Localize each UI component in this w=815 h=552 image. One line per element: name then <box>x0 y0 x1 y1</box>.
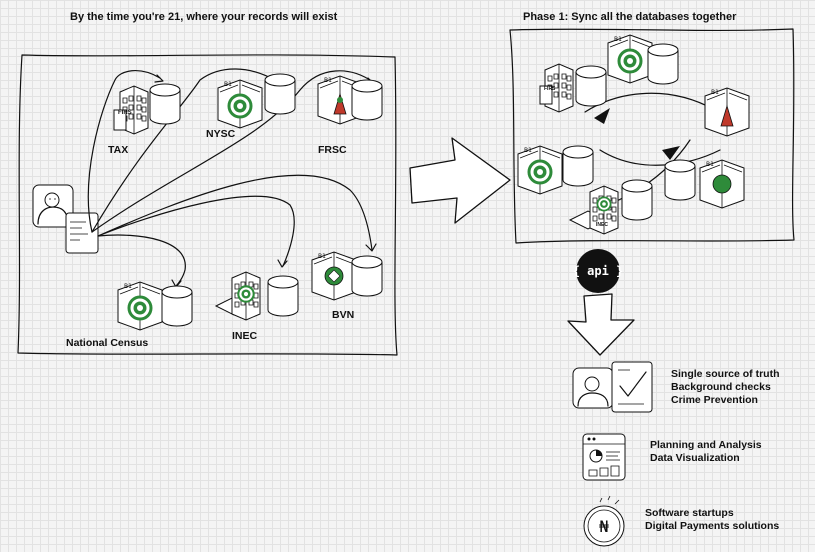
census-database <box>161 285 193 327</box>
down-arrow <box>567 293 635 356</box>
sync-bvn-building <box>699 159 745 209</box>
outcome-1-line-2: Background checks <box>671 381 771 393</box>
bvn-building <box>311 251 357 301</box>
outcome-3-line-1: Software startups <box>645 507 734 519</box>
api-badge: { api } <box>573 249 624 293</box>
label-tax: TAX <box>108 144 128 156</box>
census-building <box>117 281 163 331</box>
outcome-1-line-3: Crime Prevention <box>671 394 758 406</box>
sync-firs-database <box>575 65 607 107</box>
label-inec: INEC <box>232 330 258 342</box>
sync-arrow-head <box>594 108 610 124</box>
person-icon <box>32 184 74 228</box>
label-national-census: National Census <box>66 337 148 349</box>
label-nysc: NYSC <box>206 128 236 140</box>
svg-text:INEC: INEC <box>596 222 608 228</box>
outcome-2-line-1: Planning and Analysis <box>650 439 762 451</box>
right-panel-border <box>509 28 795 244</box>
sync-arrow-head <box>662 146 680 160</box>
sync-bvn-database <box>664 159 696 201</box>
nysc-building <box>217 79 263 129</box>
svg-text:FIRS: FIRS <box>544 86 556 92</box>
sync-census-building <box>517 145 563 195</box>
label-bvn: BVN <box>332 309 354 321</box>
frsc-database <box>351 79 383 121</box>
outcome-3-line-2: Digital Payments solutions <box>645 520 779 532</box>
bvn-database <box>351 255 383 297</box>
transition-arrow <box>409 137 511 224</box>
naira-coin-icon: ₦ <box>583 495 625 547</box>
svg-text:{ api }: { api } <box>573 264 624 278</box>
svg-text:₦: ₦ <box>599 517 609 536</box>
left-panel-title: By the time you're 21, where your record… <box>70 11 338 23</box>
outcome-2-line-2: Data Visualization <box>650 452 740 464</box>
person-check-icon <box>572 361 653 413</box>
label-frsc: FRSC <box>318 144 347 156</box>
sync-inec-database <box>621 179 653 221</box>
tax-database <box>149 83 181 125</box>
frsc-building <box>317 75 363 125</box>
nysc-database <box>264 73 296 115</box>
sync-frsc-building <box>704 87 750 137</box>
tax-building: FIRS <box>113 85 149 135</box>
sync-inec-building: INEC <box>589 185 619 235</box>
laptop-icon <box>65 212 99 254</box>
svg-text:FIRS: FIRS <box>118 110 132 116</box>
inec-building <box>231 271 261 321</box>
sync-firs-building: FIRS <box>539 63 574 113</box>
left-panel-border <box>17 54 398 356</box>
sync-census-database <box>562 145 594 187</box>
inec-database <box>267 275 299 317</box>
sync-nysc-database <box>647 43 679 85</box>
right-panel-title: Phase 1: Sync all the databases together <box>523 11 737 23</box>
sync-nysc-building <box>607 34 653 84</box>
dashboard-icon <box>582 433 626 481</box>
outcome-1-line-1: Single source of truth <box>671 368 780 380</box>
